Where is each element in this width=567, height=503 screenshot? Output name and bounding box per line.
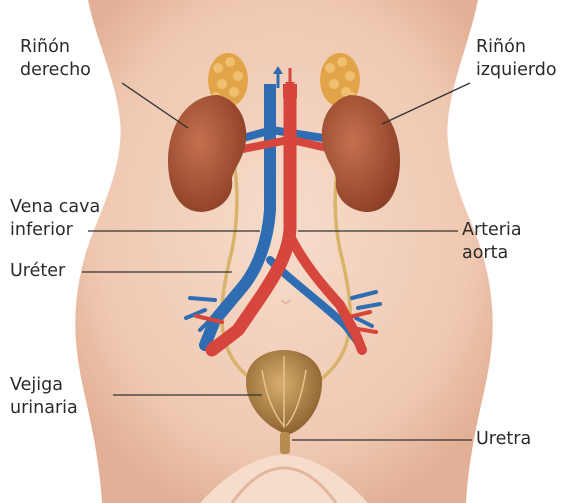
label-urethra: Uretra	[476, 428, 531, 451]
label-kidney-left: Riñón izquierdo	[476, 36, 557, 82]
label-bladder: Vejiga urinaria	[10, 374, 78, 420]
label-aorta: Arteria aorta	[462, 219, 522, 265]
label-kidney-right: Riñón derecho	[20, 36, 91, 82]
label-vena-cava: Vena cava inferior	[10, 196, 100, 242]
label-ureter: Uréter	[10, 260, 65, 283]
urethra-tube	[280, 432, 290, 454]
